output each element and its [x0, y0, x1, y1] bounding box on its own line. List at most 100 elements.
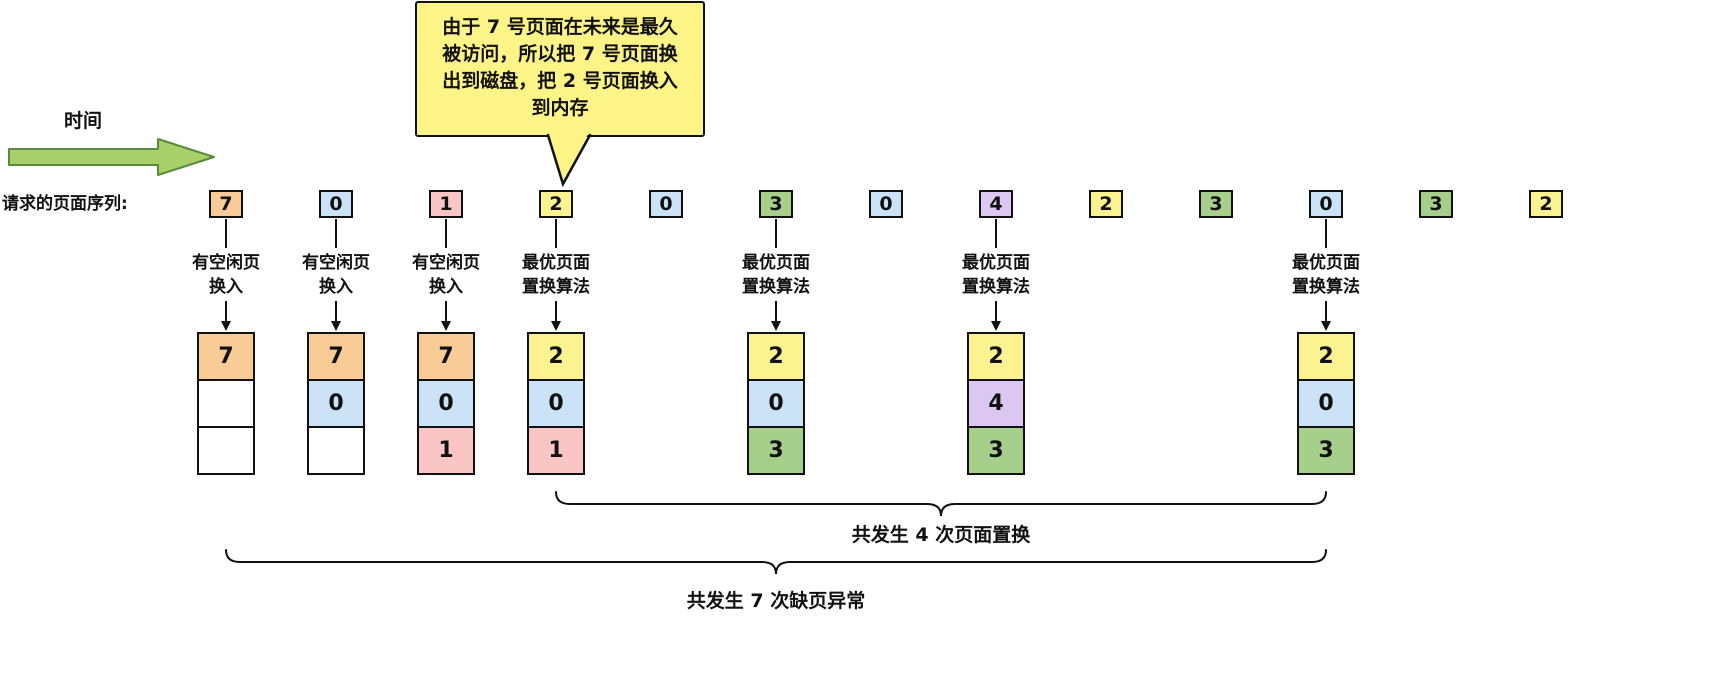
arrow-line — [1325, 301, 1327, 322]
memory-frame-cell: 0 — [417, 379, 475, 428]
memory-frame-cell: 0 — [747, 379, 805, 428]
time-arrow-shape — [8, 138, 215, 176]
sequence-page-box: 0 — [649, 190, 683, 218]
sequence-page-box: 3 — [759, 190, 793, 218]
connector-line — [775, 219, 777, 248]
connector-line — [995, 219, 997, 248]
brace-path — [555, 491, 1327, 517]
connector-line — [1325, 219, 1327, 248]
connector-line — [225, 219, 227, 248]
callout-tail-fill — [547, 128, 591, 184]
memory-frame-cell: 2 — [527, 332, 585, 381]
sequence-label: 请求的页面序列: — [2, 194, 128, 214]
annotation-line: 最优页面 — [742, 253, 810, 273]
transfer-annotation: 有空闲页换入 — [151, 251, 301, 299]
callout-tail-stroke — [546, 133, 592, 188]
arrowhead-icon — [990, 321, 1001, 331]
memory-frame-cell: 0 — [1297, 379, 1355, 428]
annotation-line: 置换算法 — [962, 277, 1030, 297]
arrowhead-icon — [220, 321, 231, 331]
memory-frame-cell: 2 — [967, 332, 1025, 381]
sequence-page-box: 7 — [209, 190, 243, 218]
memory-frame-cell: 3 — [747, 426, 805, 475]
memory-frame-cell: 3 — [1297, 426, 1355, 475]
annotation-line: 有空闲页 — [412, 253, 480, 273]
brace-path — [225, 549, 1327, 575]
arrowhead-icon — [550, 321, 561, 331]
annotation-line: 有空闲页 — [302, 253, 370, 273]
memory-frame-cell: 2 — [1297, 332, 1355, 381]
annotation-line: 置换算法 — [1292, 277, 1360, 297]
time-axis-label: 时间 — [64, 110, 103, 132]
memory-frame-cell — [197, 426, 255, 475]
arrowhead-icon — [330, 321, 341, 331]
arrow-line — [775, 301, 777, 322]
annotation-line: 换入 — [429, 277, 463, 297]
memory-frame-cell: 7 — [417, 332, 475, 381]
sequence-page-box: 0 — [1309, 190, 1343, 218]
connector-line — [335, 219, 337, 248]
time-arrow-icon — [8, 138, 215, 176]
sequence-page-box: 2 — [1089, 190, 1123, 218]
sequence-page-box: 3 — [1419, 190, 1453, 218]
sequence-page-box: 3 — [1199, 190, 1233, 218]
arrowhead-icon — [440, 321, 451, 331]
memory-frame-cell: 0 — [307, 379, 365, 428]
callout-line: 被访问，所以把 7 号页面换 — [442, 43, 678, 65]
memory-frame-cell — [197, 379, 255, 428]
transfer-annotation: 最优页面置换算法 — [701, 251, 851, 299]
callout-tail-icon — [546, 128, 592, 188]
callout-line: 出到磁盘，把 2 号页面换入 — [442, 70, 678, 92]
memory-frame-cell: 4 — [967, 379, 1025, 428]
memory-frame-cell: 2 — [747, 332, 805, 381]
sequence-page-box: 2 — [539, 190, 573, 218]
transfer-annotation: 最优页面置换算法 — [921, 251, 1071, 299]
transfer-annotation: 有空闲页换入 — [371, 251, 521, 299]
sequence-page-box: 1 — [429, 190, 463, 218]
sequence-page-box: 0 — [869, 190, 903, 218]
arrow-line — [445, 301, 447, 322]
arrow-line — [995, 301, 997, 322]
sequence-page-box: 0 — [319, 190, 353, 218]
annotation-line: 最优页面 — [522, 253, 590, 273]
brace-label: 共发生 4 次页面置换 — [851, 524, 1031, 546]
arrow-line — [335, 301, 337, 322]
transfer-annotation: 最优页面置换算法 — [481, 251, 631, 299]
sequence-page-box: 2 — [1529, 190, 1563, 218]
callout-bubble: 由于 7 号页面在未来是最久被访问，所以把 7 号页面换出到磁盘，把 2 号页面… — [415, 1, 705, 137]
callout-line: 到内存 — [531, 97, 589, 119]
memory-frame-cell: 3 — [967, 426, 1025, 475]
annotation-line: 换入 — [319, 277, 353, 297]
annotation-line: 置换算法 — [522, 277, 590, 297]
connector-line — [555, 219, 557, 248]
memory-frame-cell: 1 — [417, 426, 475, 475]
memory-frame-cell: 7 — [307, 332, 365, 381]
memory-frame-cell: 1 — [527, 426, 585, 475]
arrowhead-icon — [770, 321, 781, 331]
brace-label: 共发生 7 次缺页异常 — [686, 590, 866, 612]
transfer-annotation: 最优页面置换算法 — [1251, 251, 1401, 299]
annotation-line: 置换算法 — [742, 277, 810, 297]
annotation-line: 最优页面 — [962, 253, 1030, 273]
transfer-annotation: 有空闲页换入 — [261, 251, 411, 299]
arrow-line — [225, 301, 227, 322]
sequence-page-box: 4 — [979, 190, 1013, 218]
callout-line: 由于 7 号页面在未来是最久 — [442, 16, 678, 38]
memory-frame-cell — [307, 426, 365, 475]
connector-line — [445, 219, 447, 248]
annotation-line: 最优页面 — [1292, 253, 1360, 273]
annotation-line: 有空闲页 — [192, 253, 260, 273]
arrowhead-icon — [1320, 321, 1331, 331]
memory-frames-stack: 7 — [197, 332, 255, 475]
annotation-line: 换入 — [209, 277, 243, 297]
memory-frame-cell: 7 — [197, 332, 255, 381]
arrow-line — [555, 301, 557, 322]
